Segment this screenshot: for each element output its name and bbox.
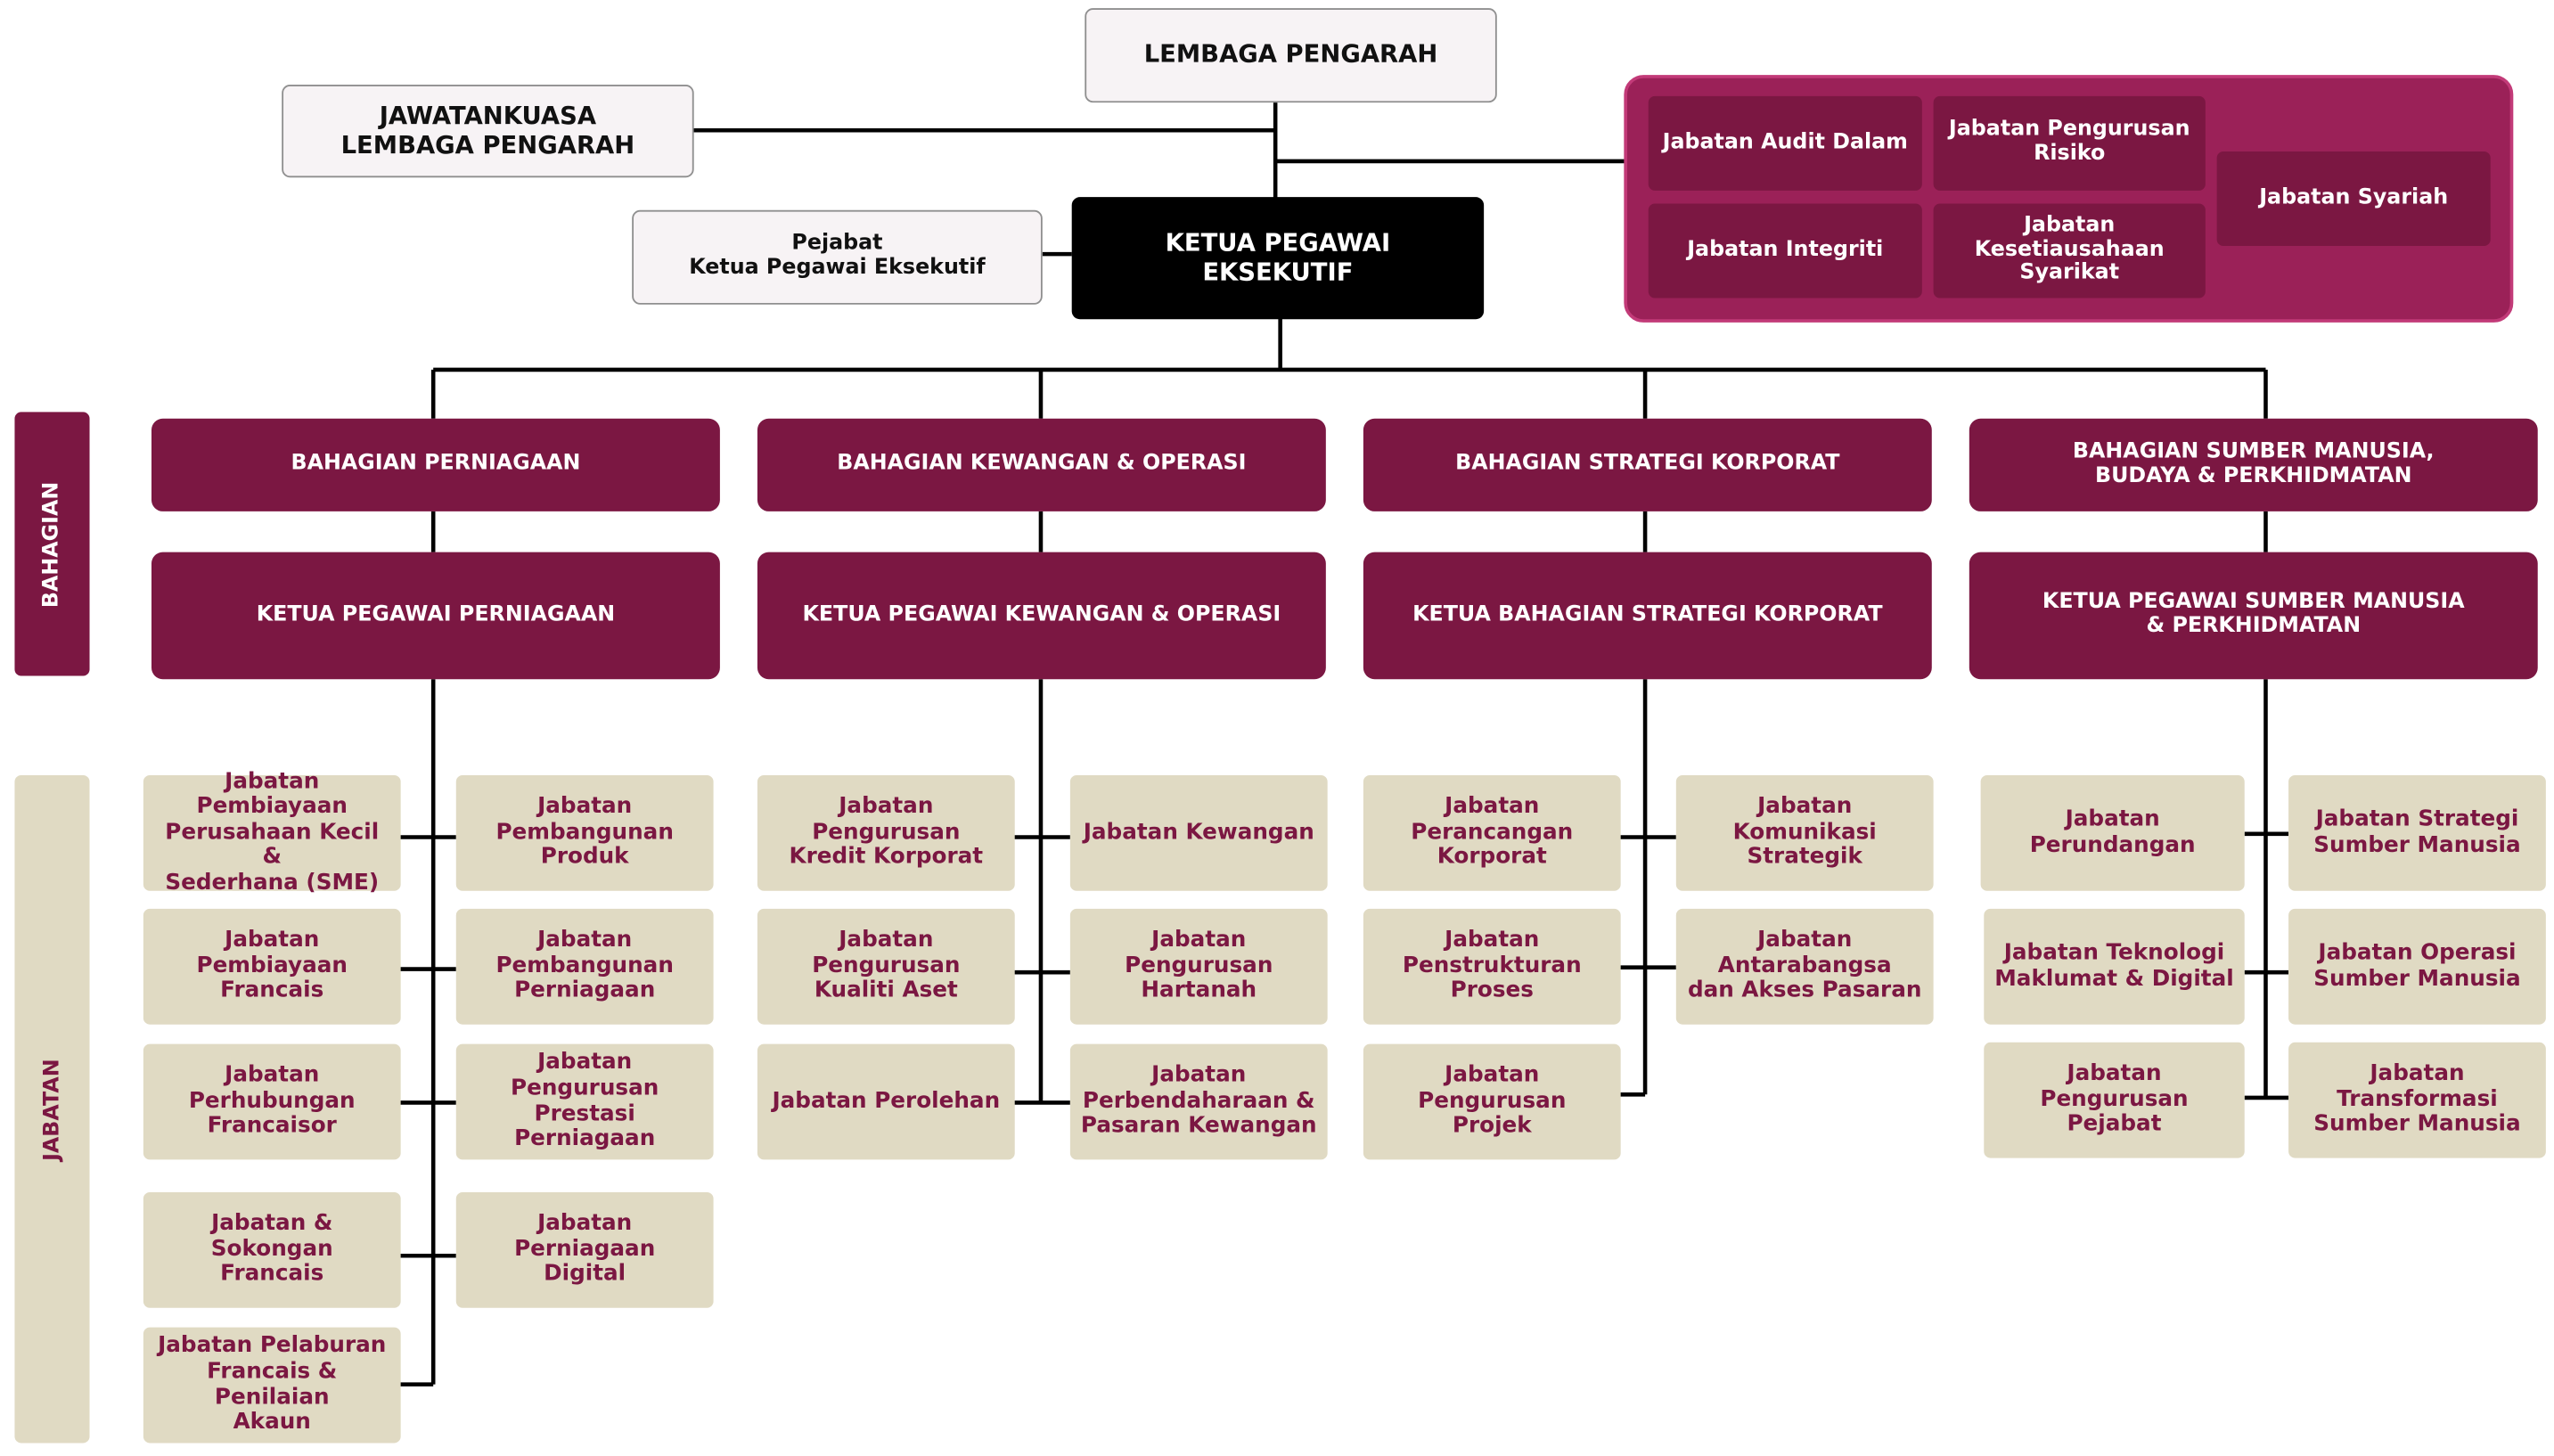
dept-box: Jabatan Perundangan bbox=[1980, 775, 2245, 891]
dept-box: Jabatan Pengurusan Prestasi Perniagaan bbox=[455, 1043, 714, 1160]
ceo-office-box: Pejabat Ketua Pegawai Eksekutif bbox=[632, 209, 1043, 305]
dept-box: Jabatan Pengurusan Kualiti Aset bbox=[757, 908, 1015, 1025]
dept-box: Jabatan Pengurusan Kredit Korporat bbox=[757, 775, 1015, 891]
dept-box: Jabatan Kewangan bbox=[1069, 775, 1328, 891]
board-committee-box: JAWATANKUASA LEMBAGA PENGARAH bbox=[282, 85, 694, 178]
dept-box: Jabatan Pembiayaan Perusahaan Kecil & Se… bbox=[143, 769, 401, 895]
division-head-3: KETUA BAHAGIAN STRATEGI KORPORAT bbox=[1363, 552, 1932, 680]
dept-box: Jabatan Pengurusan Pejabat bbox=[1984, 1042, 2245, 1158]
dept-box: Jabatan Antarabangsa dan Akses Pasaran bbox=[1675, 908, 1934, 1025]
division-head-1: KETUA PEGAWAI PERNIAGAAN bbox=[151, 552, 720, 680]
dept-box: Jabatan Perbendaharaan & Pasaran Kewanga… bbox=[1069, 1043, 1328, 1160]
board-unit-secretarial: Jabatan Kesetiausahaan Syarikat bbox=[1933, 203, 2206, 299]
dept-box: Jabatan Pembangunan Perniagaan bbox=[455, 908, 714, 1025]
side-label-bahagian-text: BAHAGIAN bbox=[39, 480, 65, 608]
ceo-box: KETUA PEGAWAI EKSEKUTIF bbox=[1071, 197, 1485, 320]
dept-box: Jabatan Strategi Sumber Manusia bbox=[2288, 775, 2546, 891]
board-unit-syariah: Jabatan Syariah bbox=[2216, 151, 2491, 246]
dept-box: Jabatan Operasi Sumber Manusia bbox=[2288, 908, 2546, 1025]
board-unit-audit: Jabatan Audit Dalam bbox=[1648, 95, 1922, 191]
division-head-2: KETUA PEGAWAI KEWANGAN & OPERASI bbox=[757, 552, 1326, 680]
dept-box: Jabatan Teknologi Maklumat & Digital bbox=[1984, 908, 2245, 1025]
board-unit-risk: Jabatan Pengurusan Risiko bbox=[1933, 95, 2206, 191]
division-box-1: BAHAGIAN PERNIAGAAN bbox=[151, 418, 720, 511]
dept-box: Jabatan & Sokongan Francais bbox=[143, 1191, 401, 1308]
dept-box: Jabatan Pelaburan Francais & Penilaian A… bbox=[143, 1327, 401, 1444]
dept-box: Jabatan Pengurusan Projek bbox=[1363, 1043, 1621, 1160]
side-label-jabatan: JABATAN bbox=[14, 775, 90, 1444]
dept-box: Jabatan Pembiayaan Francais bbox=[143, 908, 401, 1025]
dept-box: Jabatan Pengurusan Hartanah bbox=[1069, 908, 1328, 1025]
dept-box: Jabatan Perniagaan Digital bbox=[455, 1191, 714, 1308]
dept-box: Jabatan Perhubungan Francaisor bbox=[143, 1043, 401, 1160]
division-box-4: BAHAGIAN SUMBER MANUSIA, BUDAYA & PERKHI… bbox=[1969, 418, 2538, 511]
dept-box: Jabatan Perolehan bbox=[757, 1043, 1015, 1160]
dept-box: Jabatan Penstrukturan Proses bbox=[1363, 908, 1621, 1025]
side-label-bahagian: BAHAGIAN bbox=[14, 412, 90, 676]
board-unit-integrity: Jabatan Integriti bbox=[1648, 203, 1922, 299]
dept-box: Jabatan Perancangan Korporat bbox=[1363, 775, 1621, 891]
division-box-3: BAHAGIAN STRATEGI KORPORAT bbox=[1363, 418, 1932, 511]
connector-group bbox=[398, 102, 2289, 1386]
board-box: LEMBAGA PENGARAH bbox=[1085, 8, 1497, 103]
dept-box: Jabatan Pembangunan Produk bbox=[455, 775, 714, 891]
division-head-4: KETUA PEGAWAI SUMBER MANUSIA & PERKHIDMA… bbox=[1969, 552, 2538, 680]
dept-box: Jabatan Komunikasi Strategik bbox=[1675, 775, 1934, 891]
division-box-2: BAHAGIAN KEWANGAN & OPERASI bbox=[757, 418, 1326, 511]
side-label-jabatan-text: JABATAN bbox=[39, 1058, 65, 1161]
dept-box: Jabatan Transformasi Sumber Manusia bbox=[2288, 1042, 2546, 1158]
